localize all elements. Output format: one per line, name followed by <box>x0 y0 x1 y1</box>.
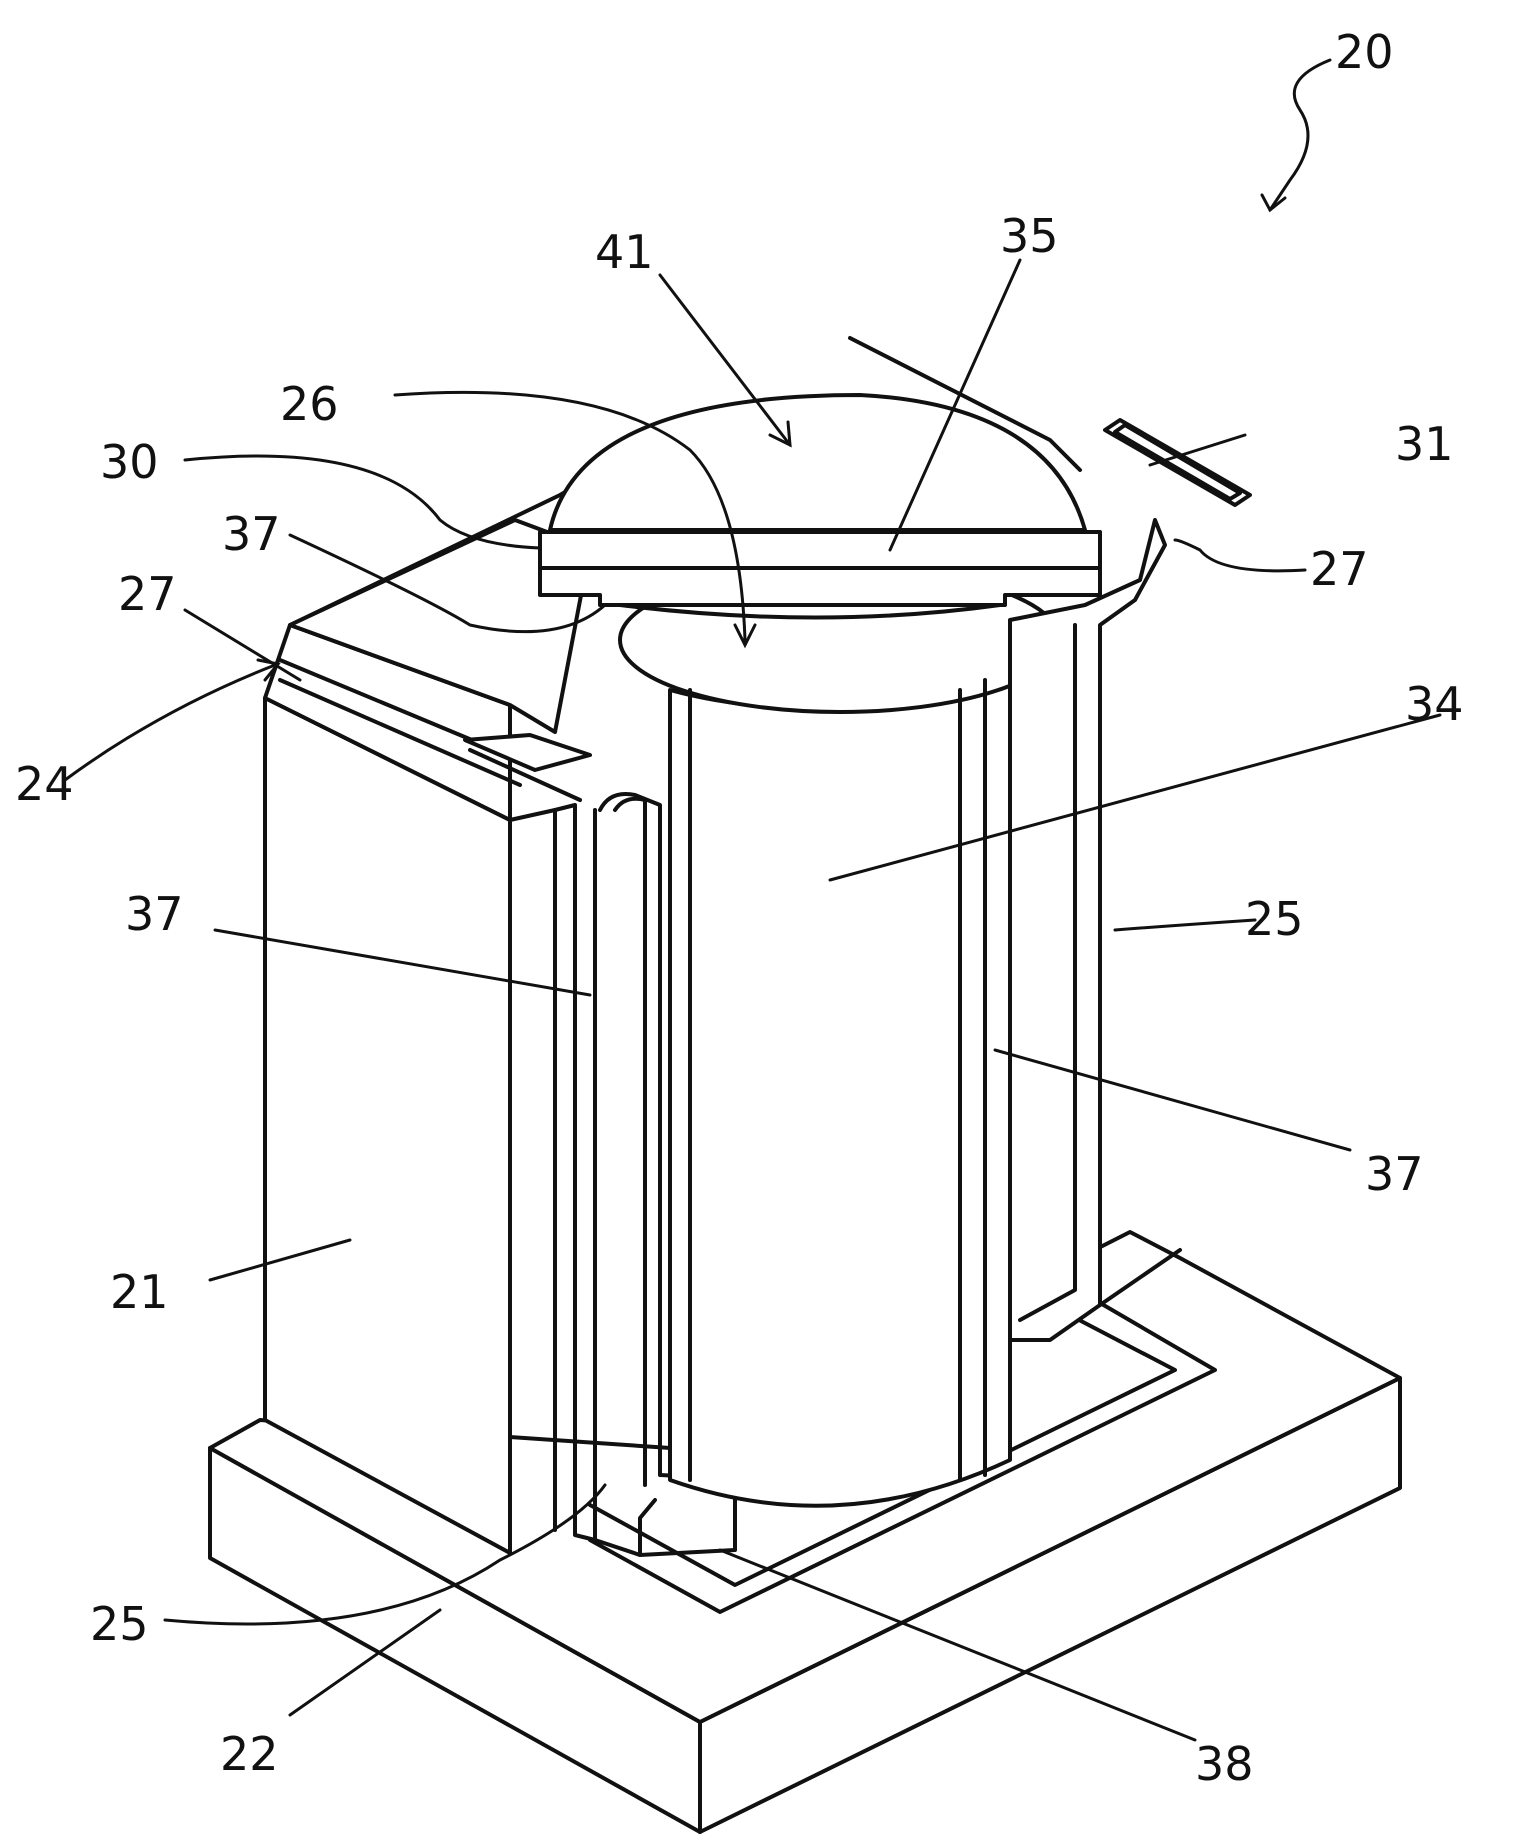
label-24: 24 <box>15 757 74 811</box>
label-37-right: 37 <box>1365 1147 1424 1201</box>
label-41: 41 <box>595 225 654 279</box>
label-37-left: 37 <box>125 887 184 941</box>
label-37-top: 37 <box>222 507 281 561</box>
label-25-left: 25 <box>90 1597 149 1651</box>
label-25-right: 25 <box>1245 892 1304 946</box>
label-27-right: 27 <box>1310 542 1369 596</box>
label-30: 30 <box>100 435 159 489</box>
label-26: 26 <box>280 377 339 431</box>
label-20: 20 <box>1335 25 1394 79</box>
lid-assembly <box>540 395 1100 618</box>
tab-31 <box>1105 420 1250 505</box>
label-38: 38 <box>1195 1737 1254 1791</box>
cylinder <box>620 568 1060 1506</box>
label-34: 34 <box>1405 677 1464 731</box>
label-21: 21 <box>110 1265 169 1319</box>
label-22: 22 <box>220 1727 279 1781</box>
left-block <box>265 520 590 1553</box>
label-35: 35 <box>1000 209 1059 263</box>
right-channel <box>1010 520 1180 1340</box>
label-31: 31 <box>1395 417 1454 471</box>
label-27-left: 27 <box>118 567 177 621</box>
